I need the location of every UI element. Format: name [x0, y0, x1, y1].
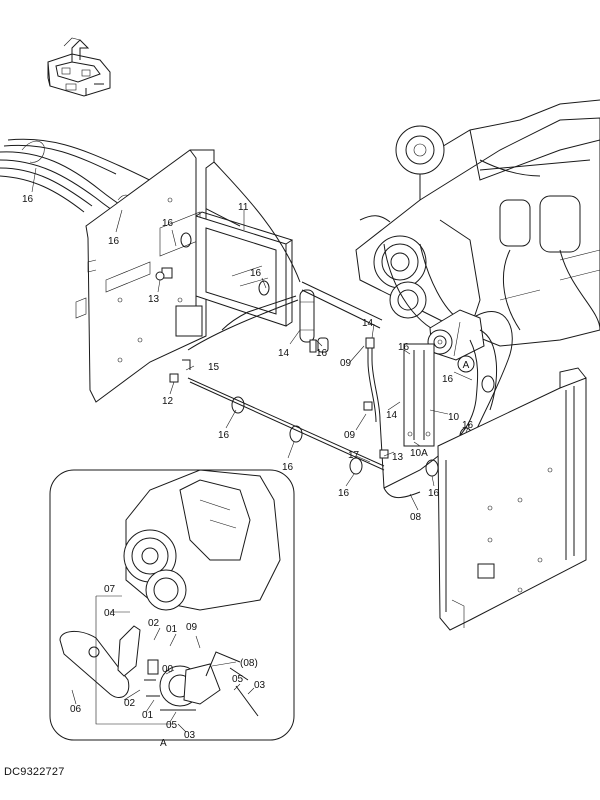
detail-callout-06: 06: [70, 704, 82, 715]
callout-16: 16: [442, 374, 454, 385]
detail-callout-03: 03: [254, 680, 266, 691]
callout-circle-label: A: [463, 360, 470, 371]
detail-callout-08-parenthesized: (08): [240, 658, 258, 669]
detail-callout-05: 05: [166, 720, 178, 731]
callout-13: 13: [148, 294, 160, 305]
detail-view-label: A: [160, 738, 167, 749]
callout-16: 16: [162, 218, 174, 229]
callout-16: 16: [316, 348, 328, 359]
callout-16: 16: [428, 488, 440, 499]
detail-callout-09: 09: [186, 622, 198, 633]
detail-callout-01: 01: [166, 624, 178, 635]
callout-17: 17: [348, 450, 360, 461]
detail-callout-02: 02: [124, 698, 136, 709]
callout-10a: 10A: [410, 448, 428, 459]
callout-14: 14: [362, 318, 374, 329]
callout-12: 12: [162, 396, 174, 407]
callout-10: 10: [448, 412, 460, 423]
callout-16: 16: [338, 488, 350, 499]
callout-labels: 16 16 16 11 16 13 14 16 14 09 16 15 12 1…: [22, 194, 474, 749]
right-side-plate: [437, 367, 587, 631]
detail-callout-03: 03: [184, 730, 196, 741]
callout-16: 16: [22, 194, 34, 205]
callout-16: 16: [462, 420, 474, 431]
receiver-drier: [187, 281, 383, 353]
callout-11: 11: [238, 202, 249, 213]
callout-14: 14: [278, 348, 290, 359]
machine-orientation-icon: [47, 37, 111, 97]
leader-lines: [31, 167, 473, 511]
detail-callout-07: 07: [104, 584, 116, 595]
left-bracket-plate: [75, 149, 215, 403]
refrigerant-hoses: [187, 161, 513, 498]
callout-16: 16: [218, 430, 230, 441]
engine-assembly: [355, 99, 600, 347]
callout-15: 15: [208, 362, 220, 373]
callout-16: 16: [398, 342, 410, 353]
detail-callout-02: 02: [148, 618, 160, 629]
callout-14: 14: [386, 410, 398, 421]
drawing-code: DC9322727: [4, 766, 65, 778]
detail-view-frame: [49, 469, 295, 741]
callout-16: 16: [108, 236, 120, 247]
mounting-bracket: [403, 343, 435, 447]
detail-callout-00: 00: [162, 664, 174, 675]
detail-callout-05: 05: [232, 674, 244, 685]
condenser-frame: [195, 211, 294, 327]
detail-callout-01: 01: [142, 710, 154, 721]
detail-callout-04: 04: [104, 608, 116, 619]
callout-13: 13: [392, 452, 404, 463]
callout-09: 09: [340, 358, 352, 369]
callout-09: 09: [344, 430, 356, 441]
callout-08: 08: [410, 512, 422, 523]
callout-16: 16: [250, 268, 262, 279]
callout-circle-a: A: [457, 355, 475, 373]
callout-16: 16: [282, 462, 294, 473]
